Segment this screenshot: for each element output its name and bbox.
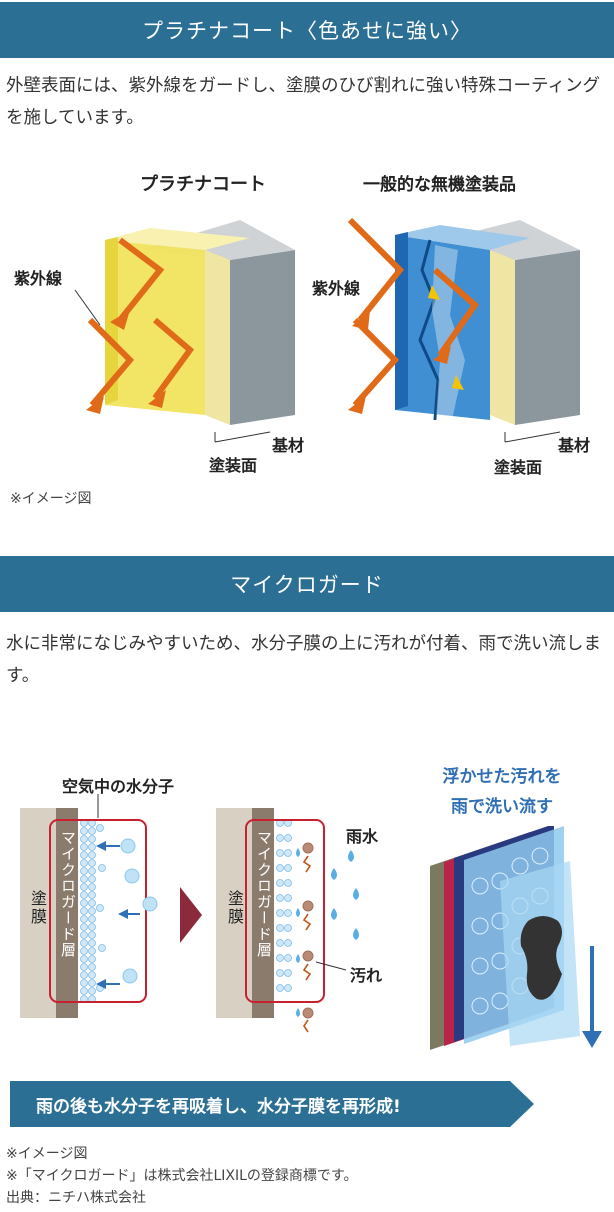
- surface-label-left: 塗装面: [209, 456, 258, 475]
- section-header-platinum: プラチナコート〈色あせに強い〉: [0, 2, 614, 58]
- inorganic-block-diagram: [347, 217, 580, 443]
- uv-label-left: 紫外線: [14, 269, 63, 288]
- footer-source: 出典：ニチハ株式会社: [6, 1190, 146, 1206]
- microguard-rain-diagram: [216, 808, 359, 1033]
- microguard-before-diagram: [20, 808, 158, 1018]
- platinum-description: 外壁表面には、紫外線をガードし、塗膜のひび割れに強い特殊コーティングを施していま…: [6, 76, 600, 128]
- base-label-left: 基材: [272, 436, 305, 455]
- inorganic-title: 一般的な無機塗装品: [363, 175, 516, 195]
- coating-label-2: 塗膜: [225, 890, 244, 926]
- platinum-block-diagram: [86, 220, 295, 443]
- wash-title-line1: 浮かせた汚れを: [442, 767, 562, 787]
- air-water-leader: [97, 794, 99, 818]
- section-header-microguard: マイクロガード: [0, 556, 614, 612]
- wash-away-illustration: [430, 826, 602, 1050]
- next-arrow: [180, 887, 202, 943]
- rain-label: 雨水: [346, 827, 379, 846]
- image-note-top: ※イメージ図: [10, 491, 92, 507]
- wash-title-line2: 雨で洗い流す: [451, 797, 553, 817]
- reform-banner-shape: [10, 1081, 534, 1127]
- surface-label-right: 塗装面: [494, 458, 543, 477]
- base-label-right: 基材: [558, 436, 591, 455]
- platinum-title: プラチナコート: [140, 174, 266, 195]
- coating-label-1: 塗膜: [28, 890, 47, 926]
- microguard-description: 水に非常になじみやすいため、水分子膜の上に汚れが付着、雨で洗い流します。: [6, 634, 601, 686]
- footer-note-image: ※イメージ図: [6, 1146, 88, 1162]
- uv-pointer-left: [74, 289, 101, 326]
- reform-banner-text: 雨の後も水分子を再吸着し、水分子膜を再形成!: [36, 1097, 401, 1117]
- dirt-label: 汚れ: [350, 966, 383, 985]
- layer-label-2: マイクロガード層: [255, 830, 273, 958]
- air-water-label: 空気中の水分子: [62, 777, 175, 796]
- uv-label-right: 紫外線: [312, 279, 361, 298]
- footer-note-trademark: ※「マイクロガード」は株式会社LIXILの登録商標です。: [6, 1168, 358, 1184]
- layer-label-1: マイクロガード層: [59, 830, 77, 958]
